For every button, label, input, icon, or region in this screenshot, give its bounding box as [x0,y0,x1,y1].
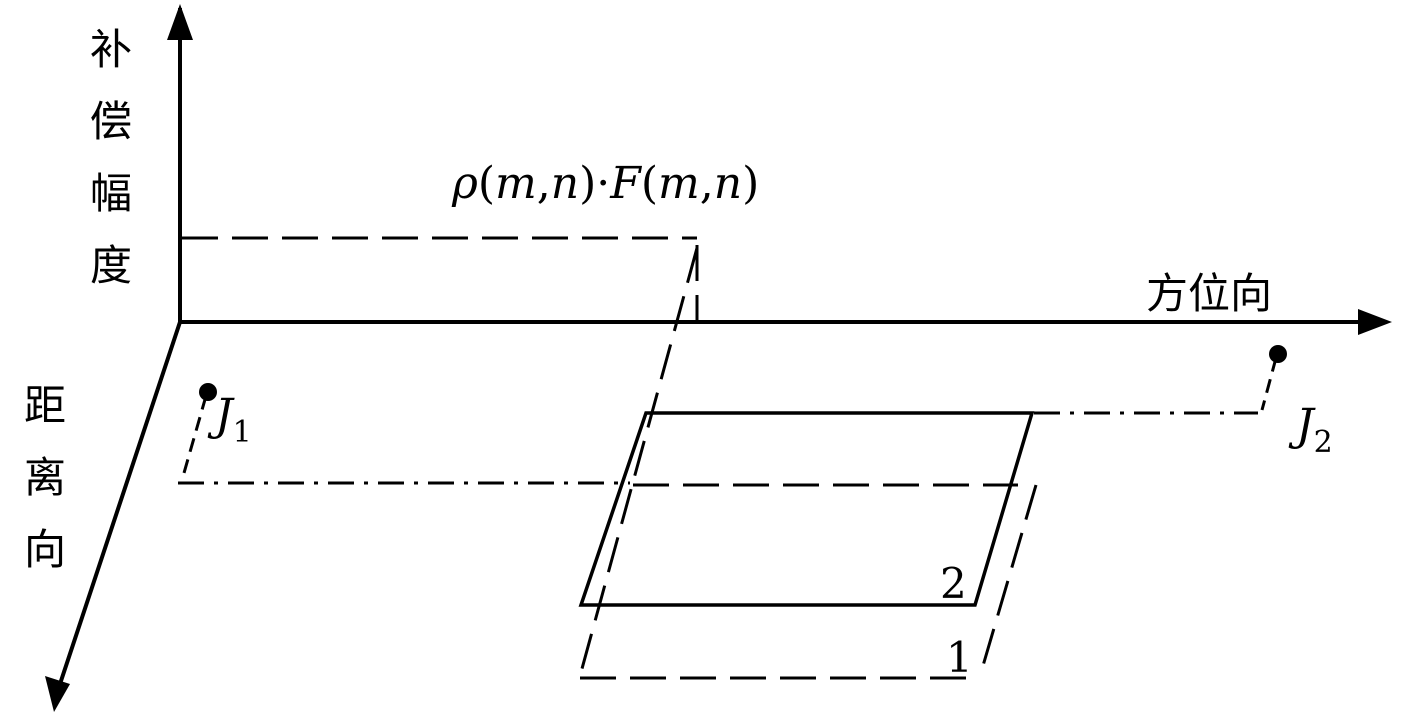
plane-1-left-edge [578,247,699,677]
point-j2-label: J2 [1288,400,1333,460]
plane-1-right-edge [978,484,1038,677]
j1-subscript: 1 [233,415,252,450]
magnitude-projection [182,236,699,322]
formula-label: ρ(m,n)·F(m,n) [451,158,759,209]
formula-close-2: ) [742,158,759,209]
dash-dot-guides [178,411,1258,485]
point-j2-marker [1269,345,1287,363]
formula-n-1: n [551,158,579,209]
axes [45,4,1392,712]
plane-2-label: 2 [940,559,967,608]
formula-m-2: m [658,158,700,209]
formula-comma-1: , [537,158,551,209]
depth-axis [56,321,182,691]
point-j1-marker [199,383,217,401]
vertical-label-char-2: 偿 [90,97,132,146]
formula-open-1: ( [478,158,495,209]
vertical-axis-arrowhead [167,4,193,40]
formula-F: F [609,158,642,209]
vertical-label-char-1: 补 [90,25,132,74]
depth-label-char-3: 向 [24,525,66,574]
formula-comma-2: , [700,158,714,209]
j2-leader [1260,357,1278,411]
formula-dot: · [596,158,610,209]
j1-leader [180,395,208,481]
horizontal-axis-arrowhead [1358,309,1392,335]
j2-letter: J [1288,400,1316,451]
j2-subscript: 2 [1314,425,1333,460]
depth-axis-label: 距 离 向 [24,381,66,574]
formula-n-2: n [714,158,742,209]
vertical-label-char-4: 度 [90,241,132,290]
point-j1-label: J1 [207,390,252,450]
depth-label-char-2: 离 [24,453,66,502]
vertical-label-char-3: 幅 [90,169,132,218]
horizontal-axis-label: 方位向 [1146,269,1272,318]
plane-1-dashed [578,247,1038,680]
point-leaders [180,357,1278,481]
formula-m-1: m [495,158,537,209]
plane-2-solid [578,411,1035,607]
depth-axis-arrowhead [45,676,70,712]
formula-rho: ρ [451,158,478,209]
formula-open-2: ( [641,158,658,209]
depth-label-char-1: 距 [24,381,66,430]
formula-close-1: ) [579,158,596,209]
plane-1-label: 1 [946,633,973,682]
vertical-axis-label: 补 偿 幅 度 [90,25,132,290]
